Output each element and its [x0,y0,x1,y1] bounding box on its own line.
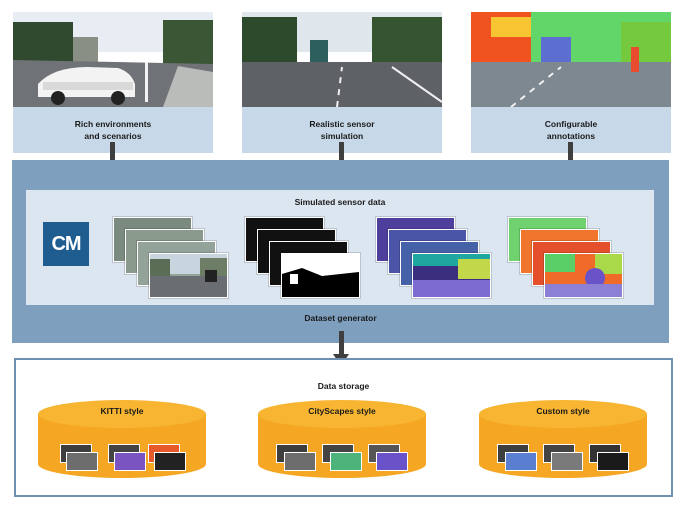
segmentation-frame [412,253,491,298]
mask-frame [281,253,360,298]
panel-annotations: Configurable annotations [471,12,671,153]
custom-thumb [505,452,537,471]
custom-cylinder: Custom style [479,400,647,478]
caption-line: Realistic sensor [309,119,375,129]
caption-line: and scenarios [84,131,142,141]
caption-line: simulation [320,131,364,141]
caption-line: Configurable [544,119,598,129]
cityscapes-thumb [284,452,316,471]
arrow-2 [339,142,344,168]
sensor-data-title: Simulated sensor data [294,197,386,207]
kitti-thumb [154,452,186,471]
custom-thumb [551,452,583,471]
cityscapes-thumb [330,452,362,471]
caption-line: Rich environments [74,119,152,129]
kitti-cylinder: KITTI style [38,400,206,478]
kitti-thumb [114,452,146,471]
sensor-photo [242,12,442,107]
arrow-3 [568,142,573,168]
environment-photo [13,12,213,107]
cityscapes-thumb [376,452,408,471]
segmentation-image [471,12,671,107]
custom-thumb [597,452,629,471]
panel-environments: Rich environments and scenarios [13,12,213,153]
custom-label: Custom style [536,406,590,416]
cm-logo: CM [43,222,89,266]
data-storage-title: Data storage [317,381,370,391]
cityscapes-cylinder: CityScapes style [258,400,426,478]
kitti-thumb [66,452,98,471]
arrow-to-storage [339,331,344,357]
semantic-frame [544,253,623,298]
arrow-1 [110,142,115,168]
dataset-generator-label: Dataset generator [304,313,377,323]
caption-line: annotations [546,131,596,141]
kitti-label: KITTI style [100,406,144,416]
cityscapes-label: CityScapes style [308,406,376,416]
rgb-frame [149,253,228,298]
panel-sensor-simulation: Realistic sensor simulation [242,12,442,153]
